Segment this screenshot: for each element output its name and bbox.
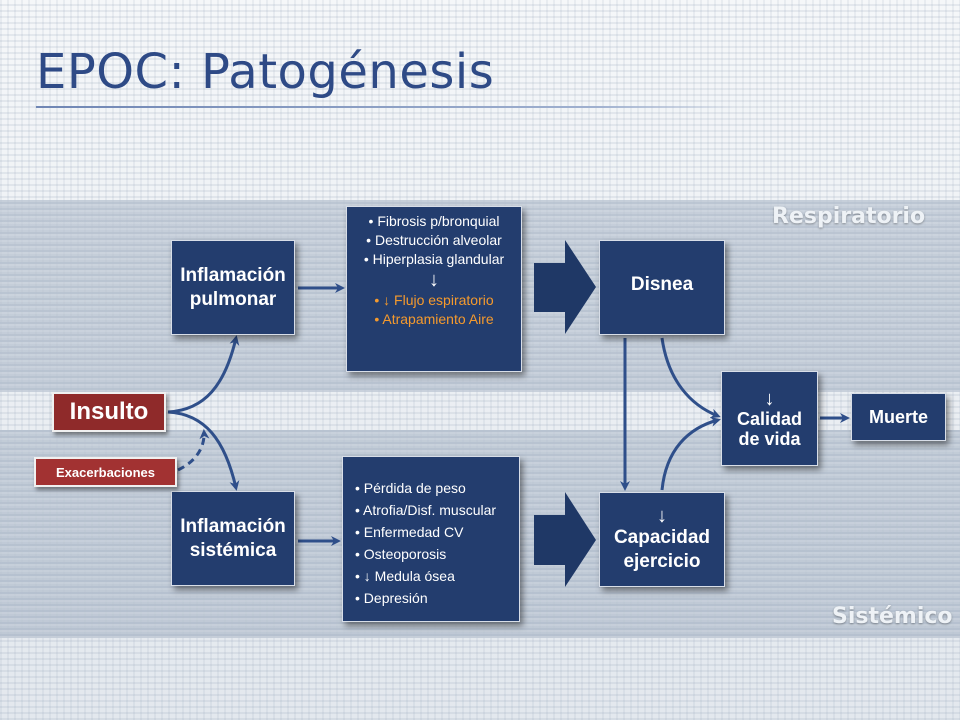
capacidad-ejercicio-box: ↓ Capacidad ejercicio <box>599 492 725 587</box>
exacerbaciones-tag: Exacerbaciones <box>34 457 177 487</box>
muerte-box: Muerte <box>851 393 946 441</box>
sys-effect-item: Enfermedad CV <box>355 521 519 543</box>
connector-exacerbaciones-dashed <box>177 429 210 472</box>
down-arrow-icon: ↓ <box>429 269 439 291</box>
block-arrow-respiratory <box>534 240 596 334</box>
band-label-sistemico: Sistémico <box>832 604 953 629</box>
inflamacion-pulmonar-line2: pulmonar <box>189 288 277 310</box>
calidad-vida-box: ↓ Calidad de vida <box>721 371 818 466</box>
connector-disnea-to-calidad <box>660 337 721 419</box>
slide-title: EPOC: Patogénesis <box>36 44 495 100</box>
inflamacion-pulmonar-box: Inflamación pulmonar <box>171 240 295 335</box>
capacidad-line2: ejercicio <box>623 550 701 572</box>
sys-effect-item: Osteoporosis <box>355 543 519 565</box>
insulto-tag: Insulto <box>52 392 166 432</box>
inflamacion-sistemica-line2: sistémica <box>189 539 277 561</box>
calidad-line2: de vida <box>738 428 801 449</box>
sys-effect-item: Atrofia/Disf. muscular <box>355 499 519 521</box>
resp-effect-item: Hiperplasia glandular <box>347 251 521 268</box>
connector-insulto-to-sistemica <box>167 410 240 491</box>
inflamacion-pulmonar-line1: Inflamación <box>180 264 286 286</box>
connector-capacidad-to-calidad <box>660 416 721 491</box>
band-label-respiratorio: Respiratorio <box>772 204 926 229</box>
resp-effect-item: Destrucción alveolar <box>347 232 521 249</box>
inflamacion-sistemica-box: Inflamación sistémica <box>171 491 295 586</box>
sys-effect-item: ↓ Medula ósea <box>355 565 519 587</box>
disnea-box: Disnea <box>599 240 725 335</box>
down-arrow-icon: ↓ <box>764 387 775 410</box>
systemic-effects-box: Pérdida de peso Atrofia/Disf. muscular E… <box>342 456 520 622</box>
sys-effect-item: Depresión <box>355 587 519 609</box>
resp-effect-decreased-item: ↓ Flujo espiratorio <box>347 292 521 309</box>
muerte-label: Muerte <box>868 406 928 427</box>
resp-effect-item: Fibrosis p/bronquial <box>347 213 521 230</box>
resp-effect-decreased-item: Atrapamiento Aire <box>347 311 521 328</box>
inflamacion-sistemica-line1: Inflamación <box>180 515 286 537</box>
sys-effect-item: Pérdida de peso <box>355 477 519 499</box>
disnea-label: Disnea <box>630 274 694 295</box>
respiratory-effects-box: Fibrosis p/bronquial Destrucción alveola… <box>346 206 522 372</box>
calidad-line1: Calidad <box>736 408 802 429</box>
capacidad-line1: Capacidad <box>613 526 711 548</box>
title-underline <box>36 106 736 108</box>
connector-insulto-to-pulmonar <box>167 335 240 414</box>
block-arrow-systemic <box>534 492 596 587</box>
down-arrow-icon: ↓ <box>657 504 667 527</box>
